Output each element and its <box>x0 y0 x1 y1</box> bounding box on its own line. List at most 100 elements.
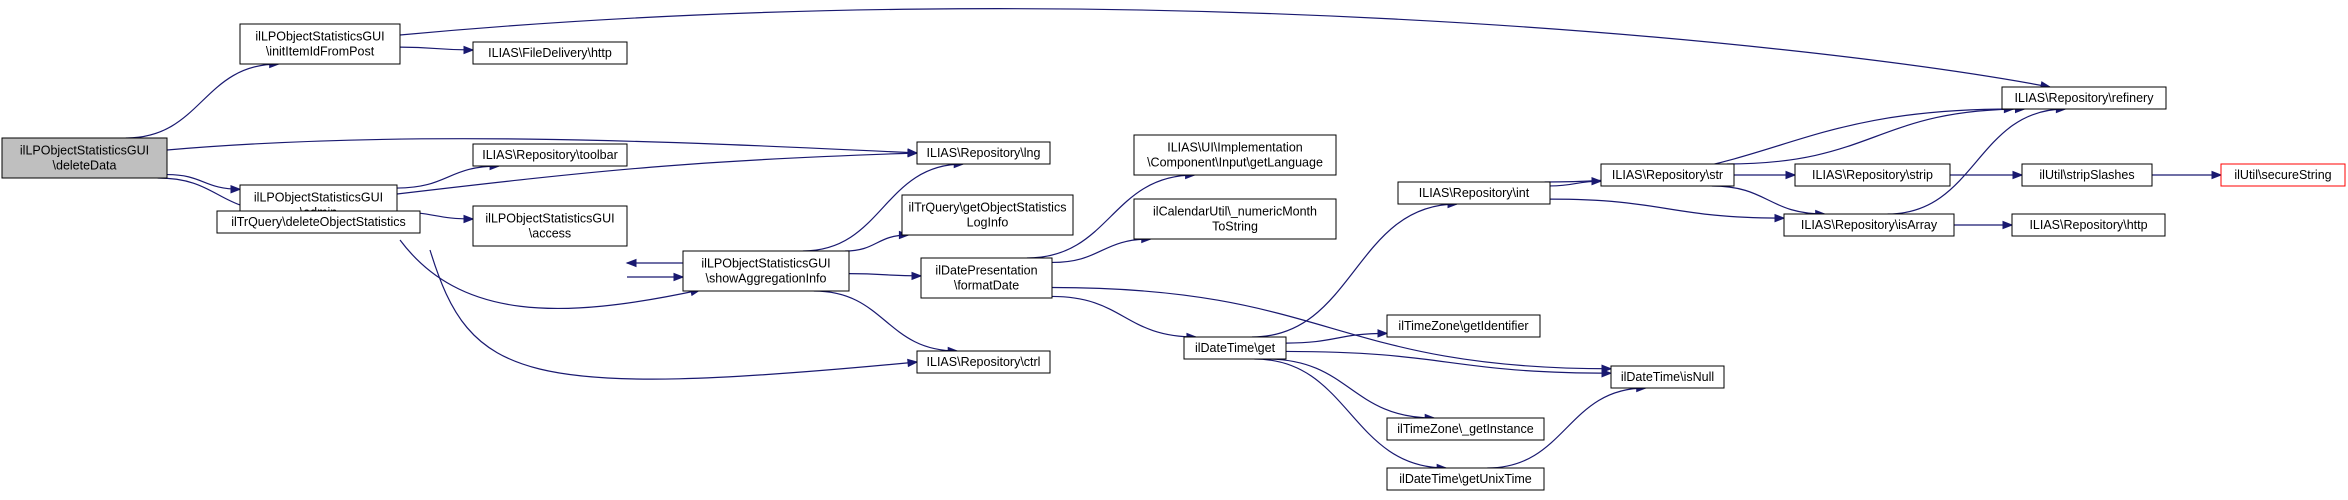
node-box <box>1133 134 1337 176</box>
edge-line <box>1711 185 1825 215</box>
node-ctrl[interactable]: ILIAS\Repository\ctrl <box>916 350 1051 374</box>
node-box <box>901 194 1074 236</box>
edge-formatDate-to-numericMonth <box>1051 234 1153 264</box>
node-access[interactable]: ilLPObjectStatisticsGUI\access <box>472 205 628 247</box>
node-box <box>920 257 1053 299</box>
node-label-line: ToString <box>1212 220 1258 234</box>
node-label-line: ilTrQuery\deleteObjectStatistics <box>231 215 406 229</box>
node-label-line: ilCalendarUtil\_numericMonth <box>1153 205 1317 219</box>
node-box <box>2220 163 2346 187</box>
edge-line <box>396 152 918 195</box>
edge-line <box>125 63 279 139</box>
node-box <box>1386 314 1541 338</box>
edge-arrowhead <box>911 271 923 281</box>
edge-arrowhead <box>2211 170 2223 180</box>
edge-arrowhead <box>1785 170 1797 180</box>
node-isNull[interactable]: ilDateTime\isNull <box>1610 365 1725 389</box>
edge-line <box>1887 108 2066 215</box>
node-formatDate[interactable]: ilDatePresentation\formatDate <box>920 257 1053 299</box>
node-box <box>916 350 1051 374</box>
node-label-line: ilLPObjectStatisticsGUI <box>254 191 383 205</box>
edge-line <box>1251 203 1458 338</box>
edge-line <box>1051 238 1151 264</box>
node-label-line: \showAggregationInfo <box>706 272 827 286</box>
node-label-line: LogInfo <box>967 216 1009 230</box>
node-label-line: ILIAS\Repository\str <box>1612 168 1723 182</box>
node-label-line: ILIAS\Repository\isArray <box>1801 218 1938 232</box>
node-label-line: ILIAS\Repository\toolbar <box>482 148 618 162</box>
node-fileDelivery[interactable]: ILIAS\FileDelivery\http <box>472 41 628 65</box>
node-box <box>472 41 628 65</box>
edge-line <box>1051 295 1196 338</box>
node-strip[interactable]: ILIAS\Repository\strip <box>1794 163 1951 187</box>
edge-arrowhead <box>907 149 919 158</box>
node-initItem[interactable]: ilLPObjectStatisticsGUI\initItemIdFromPo… <box>239 23 401 65</box>
node-toolbar[interactable]: ILIAS\Repository\toolbar <box>472 143 628 167</box>
node-showAgg[interactable]: ilLPObjectStatisticsGUI\showAggregationI… <box>682 250 850 292</box>
node-unixTime[interactable]: ilDateTime\getUnixTime <box>1386 467 1545 491</box>
node-label-line: ILIAS\UI\Implementation <box>1167 141 1303 155</box>
edge-initItem-to-refinery <box>399 8 2052 90</box>
node-box <box>216 210 421 234</box>
node-tzInst[interactable]: ilTimeZone\_getInstance <box>1386 417 1545 441</box>
edge-line <box>1487 387 1646 469</box>
node-intN[interactable]: ILIAS\Repository\int <box>1397 181 1551 205</box>
node-label-line: ilLPObjectStatisticsGUI <box>20 144 149 158</box>
node-label-line: ilUtil\secureString <box>2234 168 2331 182</box>
node-dtGet[interactable]: ilDateTime\get <box>1183 336 1287 360</box>
node-label-line: ilDateTime\get <box>1195 341 1276 355</box>
node-box <box>472 143 628 167</box>
node-box <box>1794 163 1951 187</box>
edge-str-to-isArray <box>1711 185 1827 219</box>
edge-intN-to-isArray <box>1549 198 1786 223</box>
node-box <box>239 23 401 65</box>
node-repoHttp[interactable]: ILIAS\Repository\http <box>2011 213 2166 237</box>
node-box <box>1783 213 1955 237</box>
node-root[interactable]: ilLPObjectStatisticsGUI\deleteData <box>1 137 168 179</box>
node-box <box>1397 181 1551 205</box>
edge-line <box>399 239 701 310</box>
edge-arrowhead <box>625 258 637 268</box>
node-box <box>1183 336 1287 360</box>
edge-admin-to-showAgg <box>399 239 702 310</box>
node-label-line: ILIAS\Repository\lng <box>927 146 1041 160</box>
node-tzId[interactable]: ilTimeZone\getIdentifier <box>1386 314 1541 338</box>
node-deleteStats[interactable]: ilTrQuery\deleteObjectStatistics <box>216 210 421 234</box>
edge-line <box>1726 108 2025 165</box>
edge-arrowhead <box>2012 170 2024 180</box>
node-box <box>1 137 168 179</box>
edge-line <box>1266 358 1435 419</box>
node-label-line: \formatDate <box>954 279 1019 293</box>
node-lng[interactable]: ILIAS\Repository\lng <box>916 141 1051 165</box>
node-label-line: ilTrQuery\getObjectStatistics <box>909 201 1067 215</box>
edge-line <box>1026 174 1195 259</box>
node-secureString[interactable]: ilUtil\secureString <box>2220 163 2346 187</box>
edge-showAgg-to-formatDate <box>848 271 923 281</box>
node-stripSlashes[interactable]: ilUtil\stripSlashes <box>2021 163 2153 187</box>
edge-stripSlashes-to-secureString <box>2152 170 2223 180</box>
edge-formatDate-to-dtGet <box>1051 295 1198 342</box>
edge-arrowhead <box>673 272 685 282</box>
node-label-line: ILIAS\Repository\http <box>2029 218 2147 232</box>
edge-arrowhead <box>907 358 919 368</box>
node-str[interactable]: ILIAS\Repository\str <box>1600 163 1735 187</box>
node-label-line: ilUtil\stripSlashes <box>2039 168 2134 182</box>
node-box <box>1386 417 1545 441</box>
edge-str-to-strip <box>1734 170 1797 180</box>
node-box <box>682 250 850 292</box>
edge-showAgg-to-access <box>625 258 683 268</box>
node-box <box>1386 467 1545 491</box>
node-getLanguage[interactable]: ILIAS\UI\Implementation\Component\Input\… <box>1133 134 1337 176</box>
node-label-line: \initItemIdFromPost <box>266 45 375 59</box>
edge-line <box>848 273 922 277</box>
node-label-line: ilTimeZone\_getInstance <box>1397 422 1533 436</box>
edge-line <box>802 163 964 252</box>
node-isArray[interactable]: ILIAS\Repository\isArray <box>1783 213 1955 237</box>
edge-isArray-to-refinery <box>1887 104 2067 215</box>
node-label-line: ilLPObjectStatisticsGUI <box>485 212 614 226</box>
edge-root-to-admin <box>166 173 242 194</box>
node-label-line: ILIAS\FileDelivery\http <box>488 46 612 60</box>
node-refinery[interactable]: ILIAS\Repository\refinery <box>2001 86 2167 110</box>
